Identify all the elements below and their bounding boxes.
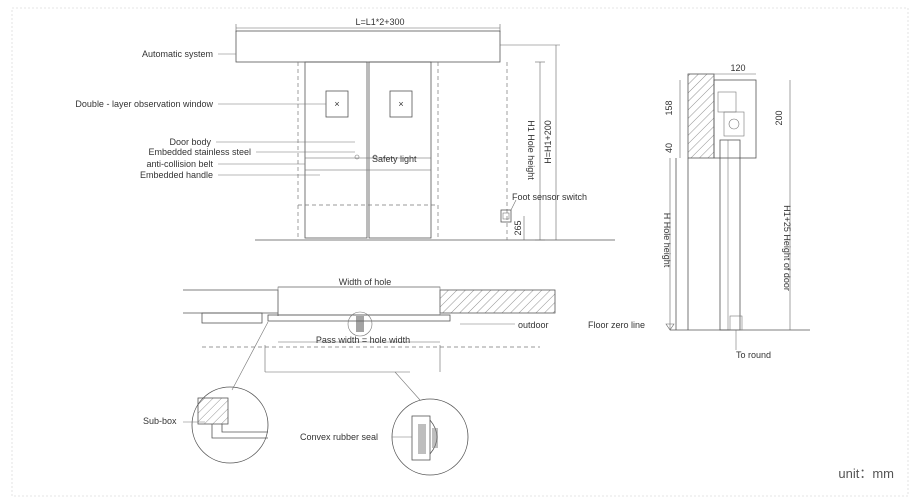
- sub-box-detail: [191, 386, 269, 464]
- label-outdoor: outdoor: [518, 320, 549, 330]
- handle-left: [354, 154, 360, 160]
- drawing-frame: [11, 7, 909, 497]
- seal-detail-marker: [347, 311, 373, 337]
- dim-120: 120: [730, 63, 745, 73]
- dim-200: 200: [774, 110, 784, 125]
- label-rubber-seal: Convex rubber seal: [300, 432, 378, 442]
- label-sub-box: Sub-box: [143, 416, 177, 426]
- label-door-body: Door body: [169, 137, 211, 147]
- door-leaf-section: [719, 139, 741, 331]
- header-box-section: [713, 79, 757, 159]
- dim-hole-height: H Hole height: [662, 213, 672, 268]
- overall-height-dim: H=H1+200: [543, 120, 553, 164]
- svg-text:×: ×: [334, 99, 339, 109]
- label-observation-window: Double - layer observation window: [75, 99, 213, 109]
- label-floor-zero: Floor zero line: [588, 320, 645, 330]
- right-observation-window: [389, 90, 413, 118]
- hole-height-dim: H1 Hole height: [526, 120, 536, 180]
- foot-sensor-switch: [500, 209, 512, 223]
- dim-door-height: H1+25 Height of door: [782, 205, 792, 291]
- handle-right: [372, 154, 378, 160]
- left-door-leaf: [304, 61, 368, 239]
- label-width-of-hole: Width of hole: [339, 277, 392, 287]
- total-width-dim: L=L1*2+300: [355, 17, 404, 27]
- right-door-leaf: [368, 61, 432, 239]
- label-foot-sensor: Foot sensor switch: [512, 192, 587, 202]
- automatic-system-box: [235, 30, 501, 63]
- label-safety-light: Safety light: [372, 154, 417, 164]
- plan-view: Width of hole Pass width = hole width ou…: [143, 277, 556, 476]
- wall-section: [439, 289, 556, 314]
- dim-158: 158: [664, 100, 674, 115]
- label-to-round: To round: [736, 350, 771, 360]
- elevation-view: L=L1*2+300 × × Automatic system Double -…: [75, 17, 615, 241]
- unit-label: unit：mm: [838, 466, 894, 481]
- svg-text:×: ×: [398, 99, 403, 109]
- sensor-height-dim: 265: [513, 220, 523, 235]
- label-automatic-system: Automatic system: [142, 49, 213, 59]
- dim-40: 40: [664, 143, 674, 153]
- label-anti-collision: anti-collision belt: [146, 159, 213, 169]
- label-pass-width: Pass width = hole width: [316, 335, 410, 345]
- section-view: 120 158 40 200 To round Floor zero line …: [588, 63, 810, 360]
- label-stainless-steel: Embedded stainless steel: [148, 147, 251, 157]
- label-handle: Embedded handle: [140, 170, 213, 180]
